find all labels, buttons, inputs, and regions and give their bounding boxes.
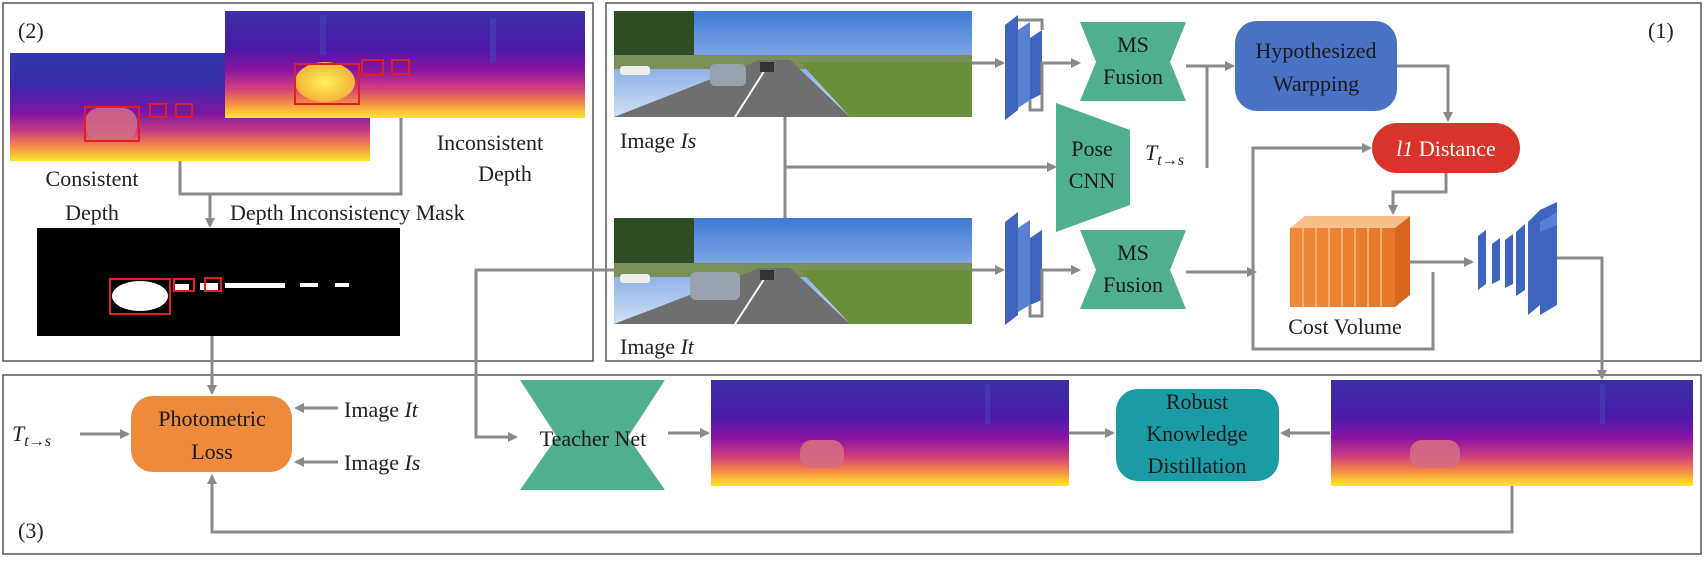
inconsistent-depth-label-1: Inconsistent	[437, 130, 543, 155]
cost-volume	[1290, 216, 1410, 307]
hypothesized-warping-box: Hypothesized Warpping	[1235, 21, 1397, 111]
warping-to-distance-arrow	[1397, 64, 1453, 122]
panel-distill-number: (3)	[18, 518, 44, 543]
costvolume-to-distance-loop	[1251, 143, 1435, 351]
photometric-loss-box: Photometric Loss	[131, 396, 292, 472]
svg-text:l1 Distance: l1 Distance	[1396, 136, 1496, 161]
mask-label: Depth Inconsistency Mask	[230, 200, 465, 225]
svg-text:CNN: CNN	[1069, 168, 1116, 193]
target-image-label: Image It	[620, 334, 695, 359]
pose-transform-label: Tt→s	[1145, 140, 1184, 169]
svg-text:Robust: Robust	[1166, 389, 1228, 414]
consistent-depth-label-1: Consistent	[46, 166, 139, 191]
loss-source-image-label: Image Is	[344, 450, 420, 475]
distill-panel-frame	[2, 374, 1702, 555]
top-encoder-skip	[1018, 18, 1044, 30]
distance-to-costvolume-arrow	[1388, 173, 1448, 215]
svg-text:Photometric: Photometric	[158, 406, 266, 431]
svg-text:Fusion: Fusion	[1103, 272, 1163, 297]
svg-text:MS: MS	[1117, 240, 1149, 265]
panel-pose-number: (1)	[1648, 18, 1674, 43]
source-image	[614, 11, 972, 118]
mask-panel-frame	[2, 2, 594, 362]
bottom-encoder-to-fusion	[1028, 265, 1081, 318]
decoder-to-depth-arrow	[1557, 256, 1607, 380]
it-to-teacher-arrow	[474, 268, 614, 442]
ms-fusion-top: MS Fusion	[1080, 22, 1186, 101]
svg-text:Fusion: Fusion	[1103, 64, 1163, 89]
merge-line	[178, 118, 403, 196]
student-to-loss-loop	[207, 474, 1514, 534]
depth-inconsistency-mask	[37, 228, 400, 336]
pose-cnn: Pose CNN	[1056, 103, 1130, 232]
loss-target-image-label: Image It	[344, 397, 419, 422]
consistent-depth-label-2: Depth	[65, 200, 119, 225]
robust-kd-box: Robust Knowledge Distillation	[1116, 389, 1279, 481]
svg-text:Hypothesized: Hypothesized	[1256, 38, 1377, 63]
pose-panel-frame	[605, 2, 1702, 362]
top-encoder	[1005, 15, 1042, 120]
teacher-net: Teacher Net	[520, 380, 665, 490]
svg-text:Teacher Net: Teacher Net	[540, 426, 647, 451]
svg-text:Distillation: Distillation	[1148, 453, 1247, 478]
inconsistent-depth-label-2: Depth	[478, 161, 532, 186]
ms-fusion-bottom: MS Fusion	[1080, 230, 1186, 309]
l1-distance-box: l1 Distance	[1372, 123, 1520, 173]
target-image	[614, 218, 972, 325]
svg-text:Loss: Loss	[191, 439, 233, 464]
depth-decoder	[1478, 202, 1557, 315]
svg-text:Knowledge: Knowledge	[1146, 421, 1247, 446]
inconsistent-depth-map	[225, 11, 585, 118]
svg-text:Warpping: Warpping	[1273, 71, 1359, 96]
teacher-depth-map	[711, 380, 1069, 486]
student-depth-map	[1331, 380, 1693, 486]
bottom-encoder	[1005, 212, 1042, 325]
top-encoder-to-fusion	[1028, 58, 1081, 112]
distill-transform-label: Tt→s	[12, 421, 51, 450]
svg-text:Pose: Pose	[1071, 136, 1113, 161]
cost-volume-label: Cost Volume	[1288, 314, 1402, 339]
source-image-label: Image Is	[620, 128, 696, 153]
panel-mask-number: (2)	[18, 18, 44, 43]
svg-text:MS: MS	[1117, 32, 1149, 57]
